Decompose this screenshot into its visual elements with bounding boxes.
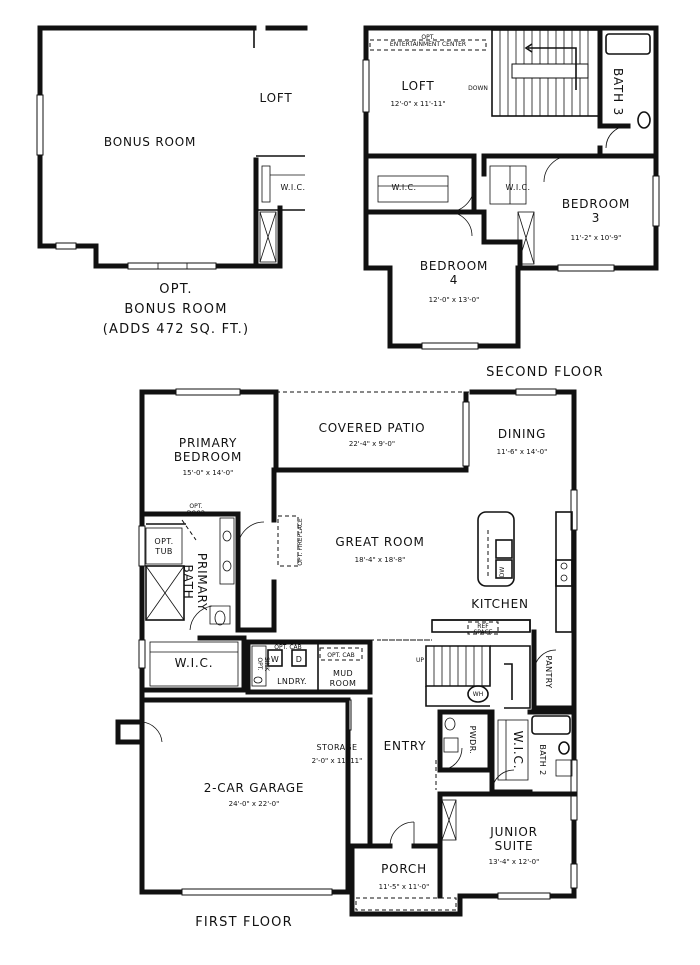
opt-ent-center-line2: ENTERTAINMENT CENTER xyxy=(390,41,466,48)
bath3-label: BATH 3 xyxy=(611,68,625,116)
loft-dim: 12'-0" x 11'-11" xyxy=(390,100,445,108)
pantry-label: PANTRY xyxy=(544,656,553,689)
bedroom4-dim: 12'-0" x 13'-0" xyxy=(429,296,480,304)
washer-label: W xyxy=(271,655,279,664)
ref-space-line1: REF xyxy=(477,623,489,630)
second-floor-title: SECOND FLOOR xyxy=(486,365,604,380)
opt-cab-laundry-label: OPT. CAB xyxy=(274,644,302,651)
opt-door-line2: DOOR xyxy=(187,510,205,517)
porch-dim: 11'-5" x 11'-0" xyxy=(379,883,430,891)
entry-label: ENTRY xyxy=(384,739,427,753)
bonus-caption-line1: OPT. xyxy=(159,282,192,297)
primary-bedroom-line1: PRIMARY xyxy=(179,436,237,450)
primary-bedroom-dim: 15'-0" x 14'-0" xyxy=(183,469,234,477)
ref-space-line2: SPACE xyxy=(473,629,492,636)
covered-patio-dim: 22'-4" x 9'-0" xyxy=(349,440,395,448)
primary-bath-line2: BATH xyxy=(181,564,195,599)
garage-dim: 24'-0" x 22'-0" xyxy=(229,800,280,808)
junior-suite-line2: SUITE xyxy=(495,839,534,853)
bedroom3-label: BEDROOM xyxy=(562,197,630,211)
storage-label: STORAGE xyxy=(317,743,358,752)
opt-fireplace-label: OPT. FIREPLACE xyxy=(297,518,304,566)
primary-bedroom-line2: BEDROOM xyxy=(174,450,242,464)
water-heater-label: WH xyxy=(473,691,483,698)
powder-label: PWDR. xyxy=(468,726,477,755)
bedroom4-label: BEDROOM xyxy=(420,259,488,273)
bonus-caption-line2: BONUS ROOM xyxy=(124,302,227,317)
great-room-label: GREAT ROOM xyxy=(335,535,424,549)
porch-label: PORCH xyxy=(381,862,427,876)
opt-cab-mud-label: OPT. CAB xyxy=(327,652,355,659)
opt-tub-line1: OPT. xyxy=(154,537,173,546)
first-floor-title: FIRST FLOOR xyxy=(195,915,293,930)
first-floor-plan xyxy=(115,388,578,917)
opt-tub-line2: TUB xyxy=(154,547,172,556)
mud-room-line2: ROOM xyxy=(330,679,357,688)
opt-sink-line1: OPT. xyxy=(256,657,263,670)
bedroom3-dim: 11'-2" x 10'-9" xyxy=(571,234,622,242)
great-room-dim: 18'-4" x 18'-8" xyxy=(355,556,406,564)
opt-sink-line2: SINK xyxy=(263,657,270,672)
dryer-label: D xyxy=(296,655,303,664)
junior-suite-line1: JUNIOR xyxy=(489,825,537,839)
stair-down-label: DOWN xyxy=(468,85,488,92)
kitchen-label: KITCHEN xyxy=(471,597,529,611)
storage-dim: 2'-0" x 11'-11" xyxy=(312,757,363,765)
laundry-label: LNDRY. xyxy=(277,677,307,686)
primary-bath-line1: PRIMARY xyxy=(195,553,209,611)
bonus-loft-label: LOFT xyxy=(260,91,293,105)
opt-door-line1: OPT. xyxy=(189,503,202,510)
dining-label: DINING xyxy=(498,427,546,441)
mud-room-line1: MUD xyxy=(333,669,353,678)
bath2-label: BATH 2 xyxy=(538,744,547,775)
bonus-room-label: BONUS ROOM xyxy=(104,135,196,149)
bonus-wic-label: W.I.C. xyxy=(281,183,306,192)
opt-ent-center-line1: OPT. xyxy=(421,34,434,41)
bedroom3-number: 3 xyxy=(592,211,600,225)
second-floor-plan xyxy=(362,25,660,350)
garage-label: 2-CAR GARAGE xyxy=(204,781,305,795)
bonus-room-plan xyxy=(36,25,308,270)
loft-label: LOFT xyxy=(402,79,435,93)
wic-right-label: W.I.C. xyxy=(506,183,531,192)
stair-up-label: UP xyxy=(416,657,424,664)
dining-dim: 11'-6" x 14'-0" xyxy=(497,448,548,456)
primary-wic-label: W.I.C. xyxy=(175,656,214,670)
dishwasher-label: DW xyxy=(499,567,506,578)
junior-wic-label: W.I.C. xyxy=(511,731,525,770)
bedroom4-number: 4 xyxy=(450,273,458,287)
bonus-caption-line3: (ADDS 472 SQ. FT.) xyxy=(103,322,250,337)
junior-suite-dim: 13'-4" x 12'-0" xyxy=(489,858,540,866)
covered-patio-label: COVERED PATIO xyxy=(319,421,426,435)
wic-left-label: W.I.C. xyxy=(392,183,417,192)
